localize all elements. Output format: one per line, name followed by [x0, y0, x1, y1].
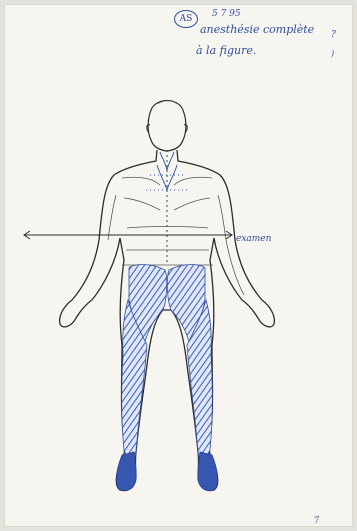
- patient-code-circled: AS: [174, 10, 198, 28]
- note-date: 5 7 95: [212, 10, 241, 19]
- head-outline: [147, 101, 187, 152]
- note-line-2-tail: ): [331, 50, 334, 58]
- exam-axis-arrow: [24, 231, 232, 239]
- footer-mark: 7: [313, 517, 320, 527]
- note-line-1-tail: ?: [331, 31, 336, 40]
- right-foot-filled: [198, 452, 218, 491]
- axis-annotation: examen: [236, 235, 271, 244]
- left-foot-filled: [116, 452, 136, 491]
- note-line-1: anesthésie complète: [200, 24, 314, 35]
- note-line-2: à la figure.: [196, 45, 256, 56]
